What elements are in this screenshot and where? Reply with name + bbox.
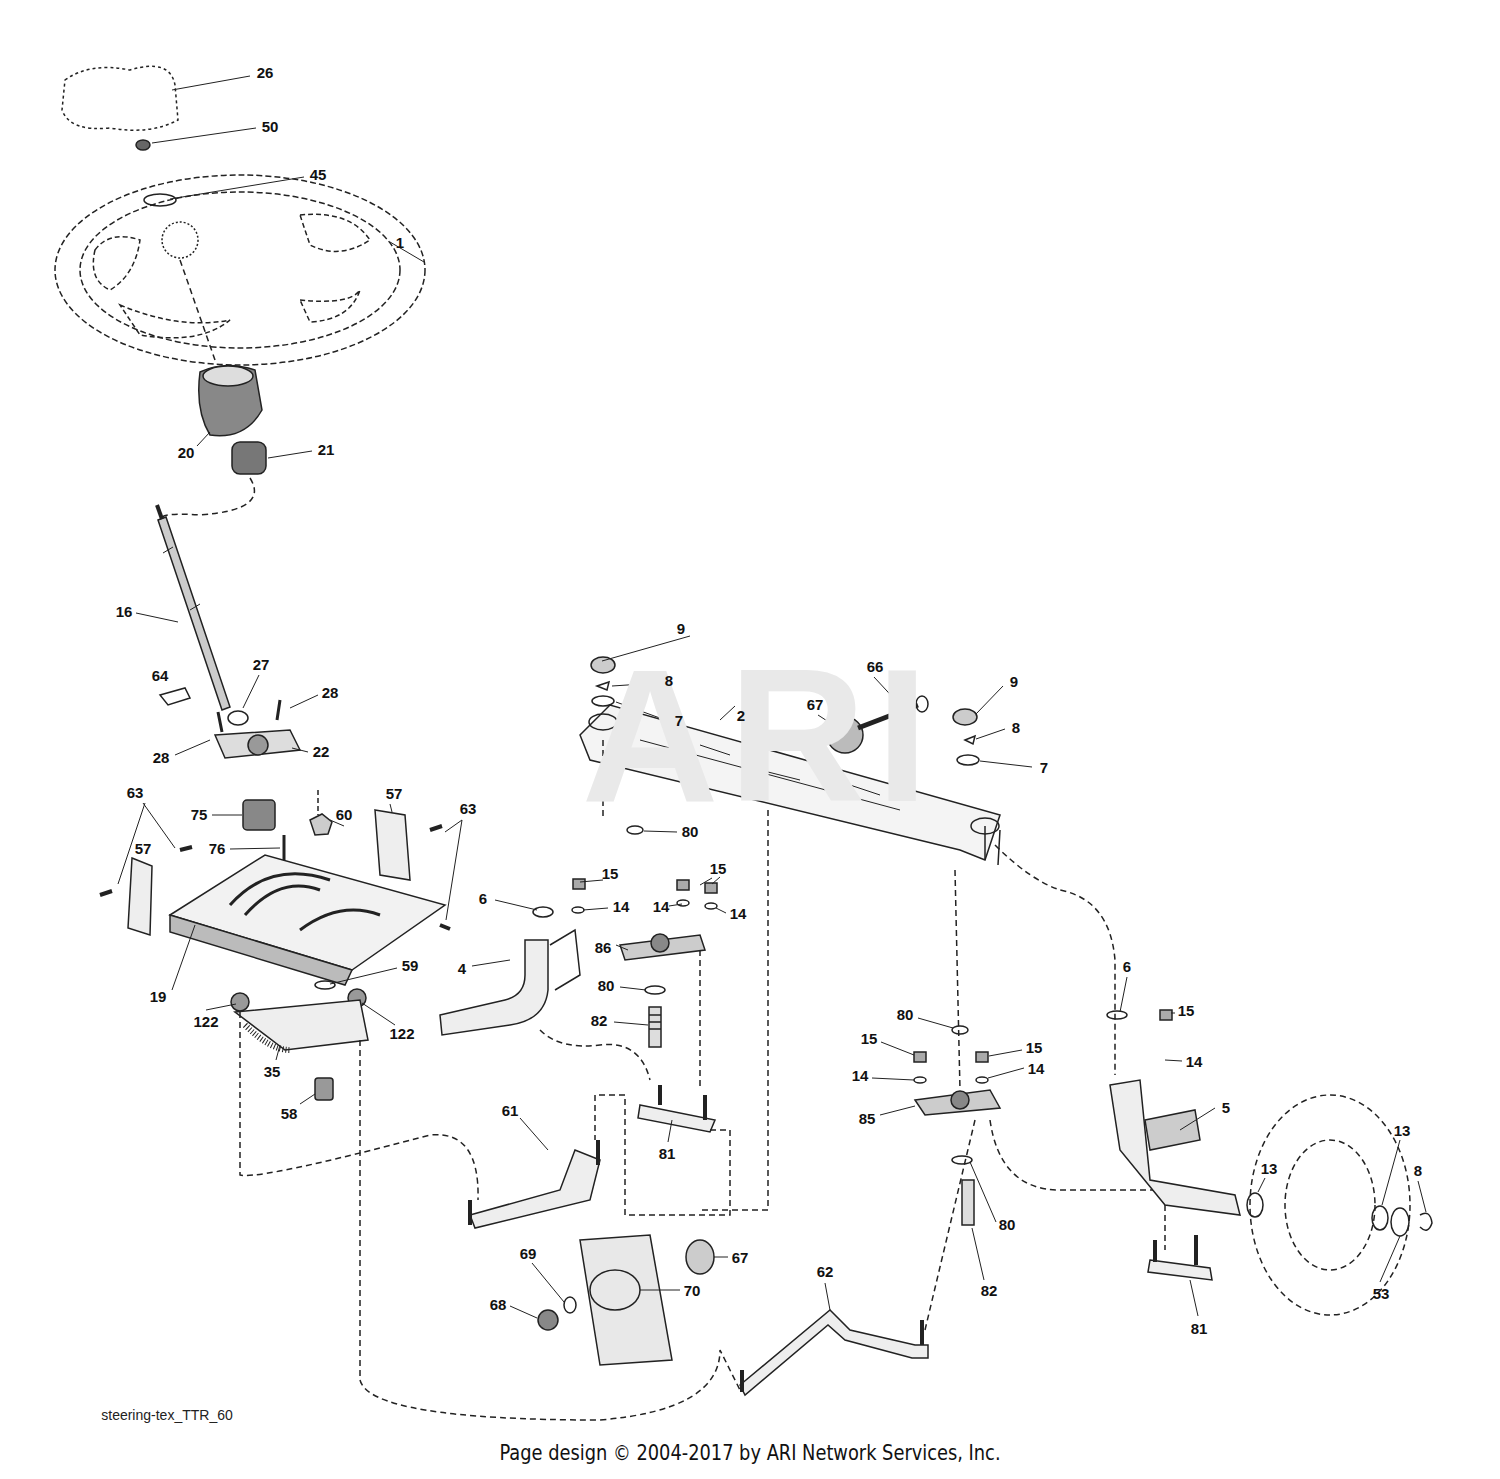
callout-number: 14	[1028, 1061, 1045, 1076]
callout-number: 69	[520, 1246, 537, 1261]
callout-number: 63	[460, 801, 477, 816]
callout-number: 57	[386, 786, 403, 801]
callout-number: 8	[1414, 1163, 1422, 1178]
callout-number: 76	[209, 841, 226, 856]
callout-number: 9	[677, 621, 685, 636]
callout-number: 19	[150, 989, 167, 1004]
callout-number: 14	[653, 899, 670, 914]
callout-number: 80	[897, 1007, 914, 1022]
callout-number: 122	[389, 1026, 414, 1041]
callout-number: 15	[861, 1031, 878, 1046]
callout-number: 14	[852, 1068, 869, 1083]
callout-number: 62	[817, 1264, 834, 1279]
watermark: ARI	[581, 640, 938, 830]
callout-number: 8	[665, 673, 673, 688]
callout-number: 15	[710, 861, 727, 876]
callout-number: 35	[264, 1064, 281, 1079]
callout-number: 75	[191, 807, 208, 822]
callout-number: 80	[682, 824, 699, 839]
callout-number: 66	[867, 659, 884, 674]
callout-number: 14	[613, 899, 630, 914]
callout-number: 8	[1012, 720, 1020, 735]
callout-number: 67	[807, 697, 824, 712]
callout-number: 14	[1186, 1054, 1203, 1069]
callout-number: 61	[502, 1103, 519, 1118]
callout-number: 82	[591, 1013, 608, 1028]
callout-number: 28	[322, 685, 339, 700]
callout-number: 122	[193, 1014, 218, 1029]
callout-number: 15	[1026, 1040, 1043, 1055]
callout-number: 81	[659, 1146, 676, 1161]
callout-number: 80	[598, 978, 615, 993]
callout-number: 64	[152, 668, 169, 683]
callout-number: 26	[257, 65, 274, 80]
callout-number: 13	[1394, 1123, 1411, 1138]
callout-number: 58	[281, 1106, 298, 1121]
callout-number: 45	[310, 167, 327, 182]
callout-number: 53	[1373, 1286, 1390, 1301]
callout-number: 67	[732, 1250, 749, 1265]
callout-number: 1	[396, 235, 404, 250]
drawing-code: steering-tex_TTR_60	[101, 1408, 233, 1422]
callout-number: 15	[1178, 1003, 1195, 1018]
callout-number: 63	[127, 785, 144, 800]
callout-number: 14	[730, 906, 747, 921]
callout-number: 57	[135, 841, 152, 856]
callout-number: 59	[402, 958, 419, 973]
callout-number: 22	[313, 744, 330, 759]
callout-number: 5	[1222, 1100, 1230, 1115]
callout-number: 9	[1010, 674, 1018, 689]
callout-number: 27	[253, 657, 270, 672]
callout-number: 81	[1191, 1321, 1208, 1336]
callout-number: 6	[1123, 959, 1131, 974]
callout-number: 28	[153, 750, 170, 765]
callout-number: 6	[479, 891, 487, 906]
copyright-note: Page design © 2004-2017 by ARI Network S…	[499, 1442, 1000, 1464]
callout-number: 21	[318, 442, 335, 457]
callout-number: 20	[178, 445, 195, 460]
callout-number: 70	[684, 1283, 701, 1298]
callout-number: 15	[602, 866, 619, 881]
callout-number: 50	[262, 119, 279, 134]
callout-number: 68	[490, 1297, 507, 1312]
callout-number: 80	[999, 1217, 1016, 1232]
callout-number: 2	[737, 708, 745, 723]
callout-number: 7	[675, 713, 683, 728]
callout-number: 86	[595, 940, 612, 955]
callout-number: 7	[1040, 760, 1048, 775]
callout-number: 13	[1261, 1161, 1278, 1176]
callout-number: 85	[859, 1111, 876, 1126]
callout-number: 4	[458, 961, 466, 976]
callout-number: 16	[116, 604, 133, 619]
callout-number: 60	[336, 807, 353, 822]
callout-number: 82	[981, 1283, 998, 1298]
